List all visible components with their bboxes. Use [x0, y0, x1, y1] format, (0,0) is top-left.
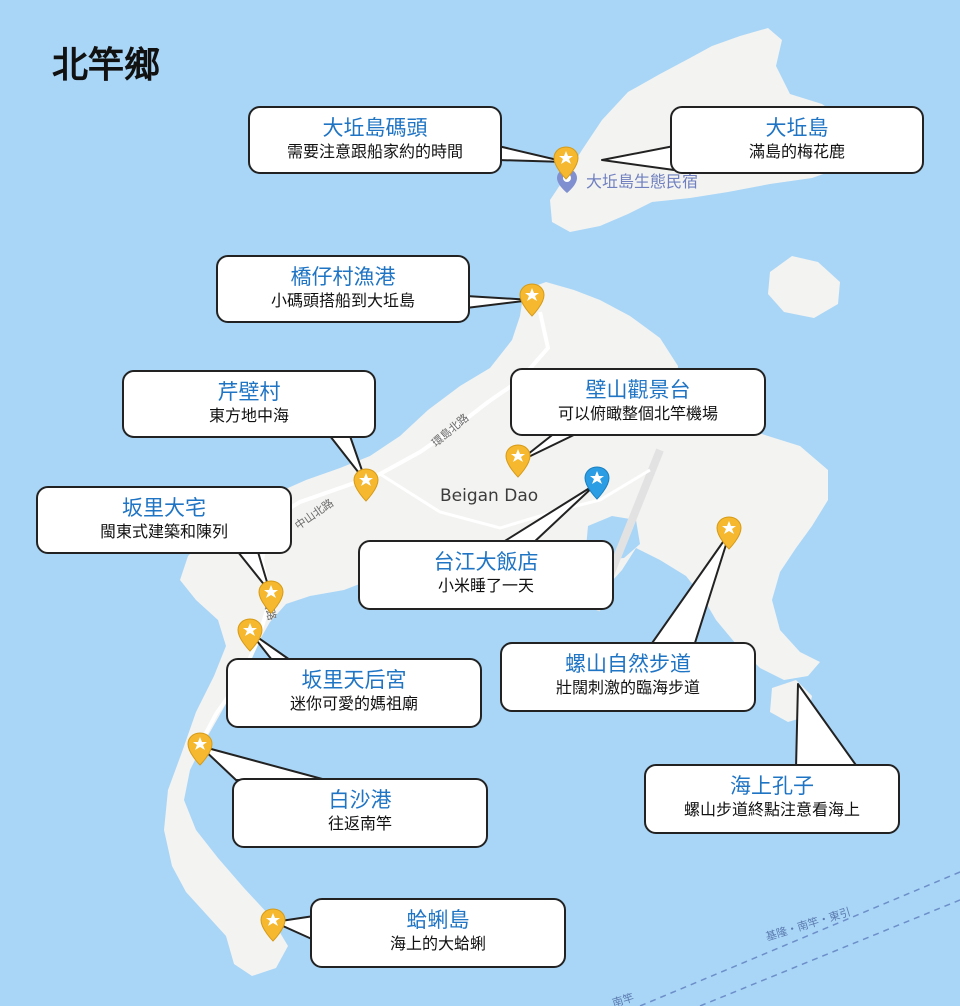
star-marker-icon[interactable]: [258, 580, 284, 614]
callout-banli-house[interactable]: 坂里大宅 閩東式建築和陳列: [36, 486, 292, 554]
road-airport: [379, 468, 651, 530]
islet-northeast: [768, 256, 840, 318]
callout-title: 坂里天后宮: [301, 668, 407, 692]
callout-description: 閩東式建築和陳列: [99, 522, 228, 541]
callout-haishang-kongzi[interactable]: 海上孔子 螺山步道終點注意看海上: [644, 764, 900, 834]
callout-description: 小米睡了一天: [437, 576, 534, 595]
star-marker-icon[interactable]: [505, 444, 531, 478]
callout-gejie-island[interactable]: 蛤蜊島 海上的大蛤蜊: [310, 898, 566, 968]
callout-title: 大坵島: [765, 116, 829, 140]
callout-title: 橋仔村漁港: [290, 265, 396, 289]
star-marker-icon[interactable]: [187, 732, 213, 766]
star-marker-icon[interactable]: [353, 468, 379, 502]
callout-title: 白沙港: [328, 788, 392, 812]
poi-label[interactable]: 大坵島生態民宿: [586, 172, 699, 191]
callout-title: 芹壁村: [217, 380, 281, 404]
callout-taijiang-hotel[interactable]: 台江大飯店 小米睡了一天: [358, 540, 614, 610]
star-marker-icon[interactable]: [553, 146, 579, 180]
callout-description: 滿島的梅花鹿: [748, 142, 845, 161]
callout-banli-temple[interactable]: 坂里天后宮 迷你可愛的媽祖廟: [226, 658, 482, 728]
callout-title: 壁山觀景台: [585, 378, 691, 402]
callout-luoshan-trail[interactable]: 螺山自然步道 壯闊刺激的臨海步道: [500, 642, 756, 712]
callout-title: 大坵島碼頭: [322, 116, 428, 140]
callout-description: 迷你可愛的媽祖廟: [289, 694, 418, 713]
callout-dagiu-island[interactable]: 大坵島 滿島的梅花鹿: [670, 106, 924, 174]
star-marker-icon[interactable]: [519, 283, 545, 317]
callout-description: 需要注意跟船家約的時間: [286, 142, 463, 161]
page-title: 北竿鄉: [52, 45, 161, 86]
callout-description: 海上的大蛤蜊: [389, 934, 486, 953]
hotel-marker-icon[interactable]: [584, 466, 610, 500]
callout-description: 往返南竿: [327, 814, 392, 833]
callout-title: 坂里大宅: [122, 496, 206, 520]
callout-qinbi-village[interactable]: 芹壁村 東方地中海: [122, 370, 376, 438]
ferry-route-1: [639, 871, 960, 1006]
ferry-route-2: [699, 899, 960, 1006]
star-marker-icon[interactable]: [260, 908, 286, 942]
callout-description: 可以俯瞰整個北竿機場: [557, 404, 718, 423]
callout-dagiu-pier[interactable]: 大坵島碼頭 需要注意跟船家約的時間: [248, 106, 502, 174]
callout-bishan-lookout[interactable]: 壁山觀景台 可以俯瞰整個北竿機場: [510, 368, 766, 436]
callout-description: 壯闊刺激的臨海步道: [555, 678, 700, 697]
star-marker-icon[interactable]: [237, 618, 263, 652]
callout-baisha-port[interactable]: 白沙港 往返南竿: [232, 778, 488, 848]
star-marker-icon[interactable]: [716, 516, 742, 550]
callout-description: 螺山步道終點注意看海上: [683, 800, 860, 819]
callout-title: 螺山自然步道: [565, 652, 691, 676]
callout-description: 小碼頭搭船到大坵島: [270, 291, 415, 310]
place-name-label: Beigan Dao: [440, 486, 539, 506]
callout-title: 海上孔子: [730, 774, 814, 798]
callout-title: 台江大飯店: [433, 550, 539, 574]
callout-title: 蛤蜊島: [406, 908, 470, 932]
callout-qiaozai-harbor[interactable]: 橋仔村漁港 小碼頭搭船到大坵島: [216, 255, 470, 323]
callout-description: 東方地中海: [208, 406, 289, 425]
